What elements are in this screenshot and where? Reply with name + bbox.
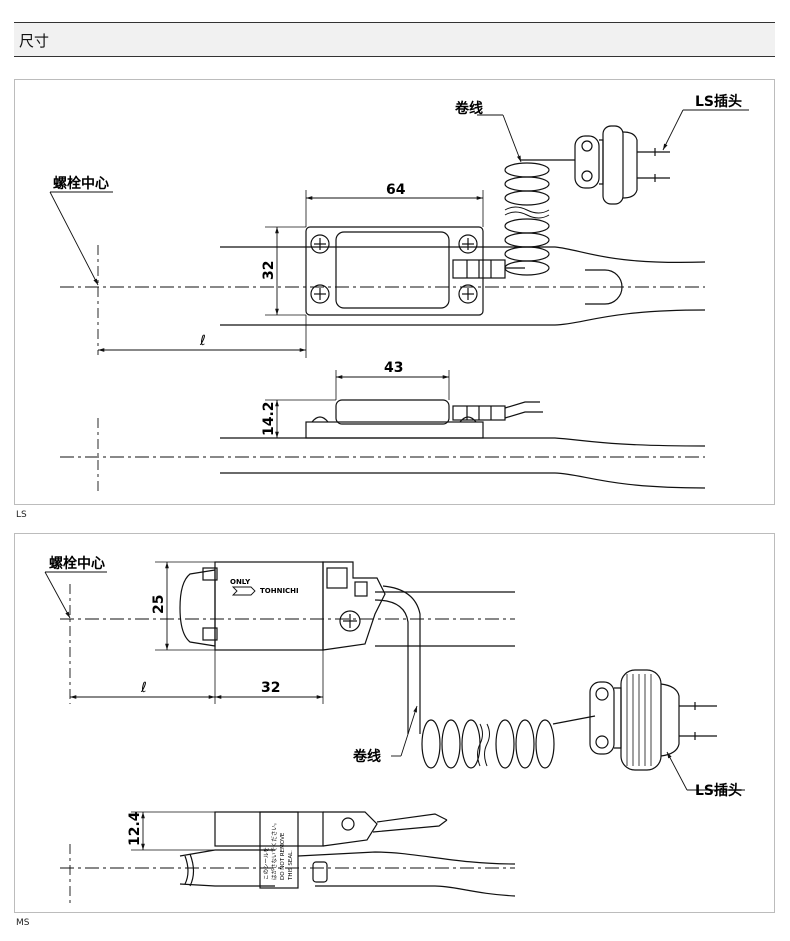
ls-caption: LS	[16, 510, 27, 520]
ms-seal-line1: このシールを	[263, 847, 270, 880]
ms-caption: MS	[16, 918, 30, 928]
ls-dim-side-height: 14.2	[261, 401, 277, 436]
ls-dim-length: ℓ	[199, 333, 206, 349]
ms-dim-height: 25	[151, 595, 167, 614]
ms-only-arrow-mark	[231, 586, 256, 596]
ms-seal-line3: DO NOT REMOVE	[280, 832, 286, 880]
ms-dimension-drawing: ONLY TOHNICHI このシールを はがさないでください。 DO NOT …	[44, 555, 745, 904]
ls-drawing-panel: 螺栓中心 卷线 LS插头 64 32 ℓ 43 14.2	[14, 79, 775, 505]
ls-dim-width: 64	[386, 182, 406, 198]
ms-bolt-center-label: 螺栓中心	[49, 555, 105, 572]
ms-seal-line2: はがさないでください。	[270, 820, 278, 880]
ms-dim-width: 32	[261, 680, 280, 696]
ms-dim-length: ℓ	[140, 680, 147, 696]
ls-dim-height: 32	[261, 261, 277, 280]
section-title: 尺寸	[19, 32, 50, 50]
ls-coil-cord-label: 卷线	[454, 100, 483, 117]
ms-plug-label: LS插头	[695, 782, 742, 799]
ms-seal-line4: THIS SEAL.	[288, 850, 294, 881]
ms-dim-side-height: 12.4	[127, 811, 143, 846]
section-header: 尺寸	[14, 22, 775, 57]
ls-plug-label: LS插头	[695, 93, 742, 110]
ms-only-label: ONLY	[230, 578, 251, 586]
ls-dimension-drawing: 螺栓中心 卷线 LS插头 64 32 ℓ 43 14.2	[49, 93, 749, 495]
ms-coil-cord-label: 卷线	[352, 748, 381, 765]
ls-bolt-center-label: 螺栓中心	[53, 175, 109, 192]
ms-brand-label: TOHNICHI	[260, 587, 299, 595]
ms-drawing-panel: ONLY TOHNICHI このシールを はがさないでください。 DO NOT …	[14, 533, 775, 913]
ls-dim-side-width: 43	[384, 360, 403, 376]
